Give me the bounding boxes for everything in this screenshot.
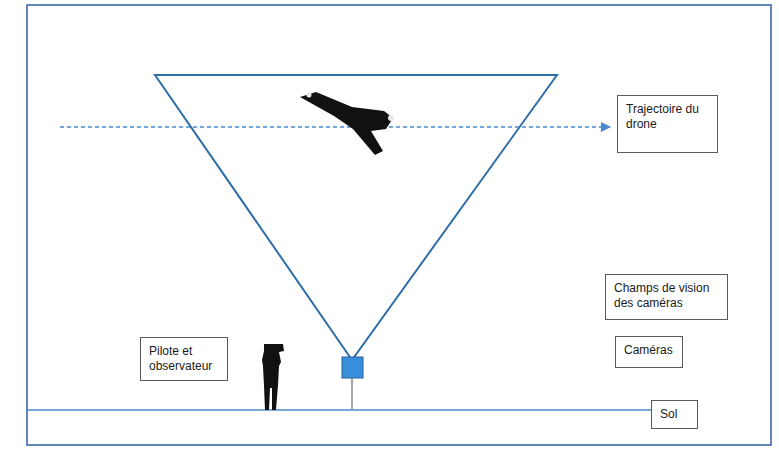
label-box: Trajectoire du drone: [617, 95, 718, 153]
box-label: Pilote et observateur: [149, 344, 219, 374]
drone-trajectory: [60, 126, 610, 128]
drone-wingtip: [307, 93, 312, 98]
person-silhouette: [262, 344, 284, 410]
label-box: Champs de vision des caméras: [605, 274, 728, 320]
label-box: Caméras: [615, 336, 683, 368]
frame-border: [27, 5, 771, 445]
person-body: [262, 344, 284, 410]
drone-body: [300, 92, 393, 155]
label-box: Pilote et observateur: [140, 337, 228, 381]
camera-field-of-view: [155, 75, 557, 360]
box-label: Champs de vision des caméras: [614, 281, 719, 311]
ground-line: [27, 409, 651, 411]
box-label: Caméras: [624, 343, 674, 358]
drone-nose: [388, 115, 394, 121]
camera-symbol: [342, 357, 363, 378]
box-label: Trajectoire du drone: [626, 102, 709, 132]
drone-silhouette: [300, 92, 394, 155]
label-box: Sol: [651, 400, 698, 429]
box-label: Sol: [660, 407, 689, 422]
camera-post: [351, 378, 353, 410]
